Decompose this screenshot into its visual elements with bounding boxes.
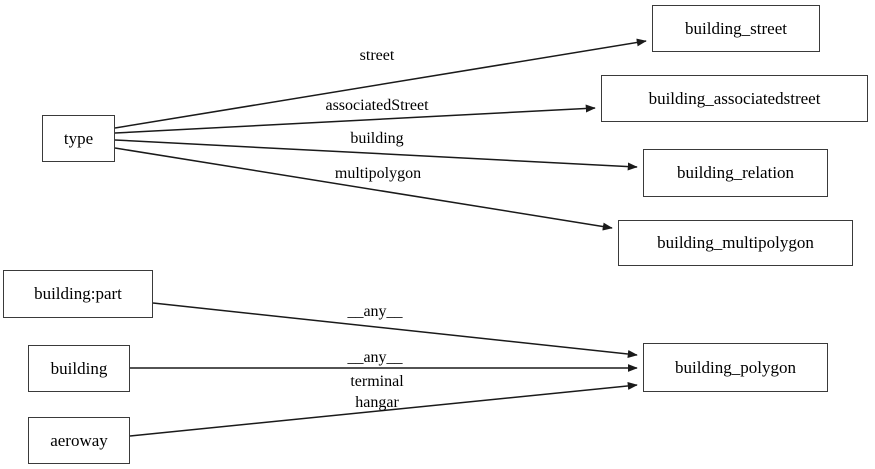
node-label: building_associatedstreet	[648, 88, 821, 108]
node-label: building:part	[34, 284, 122, 303]
edge-label: building	[350, 130, 404, 147]
node-aeroway[interactable]: aeroway	[28, 417, 130, 464]
edge-label: terminal	[350, 373, 404, 390]
node-building-relation[interactable]: building_relation	[643, 149, 828, 197]
edge-type-to-building_street	[114, 38, 647, 129]
edge-label: __any__	[347, 349, 403, 366]
edge-building_part-to-building_polygon	[152, 302, 638, 358]
node-building-street[interactable]: building_street	[652, 5, 820, 52]
edge-label: street	[359, 47, 395, 64]
edge-label: multipolygon	[334, 165, 422, 182]
node-label: building_multipolygon	[657, 233, 814, 252]
edge-type-to-building_associatedstreet	[114, 104, 596, 134]
node-label: building_polygon	[675, 357, 796, 377]
edge-label: associatedStreet	[325, 97, 429, 114]
edge-type-to-building_relation	[114, 139, 638, 171]
node-label: building_street	[685, 18, 787, 38]
node-label: building	[50, 358, 108, 378]
node-label: aeroway	[50, 430, 108, 450]
node-label: building_relation	[676, 163, 795, 182]
edge-lines-group	[114, 38, 647, 437]
node-type[interactable]: type	[42, 115, 115, 162]
node-building[interactable]: building	[28, 345, 130, 392]
node-label: type	[63, 128, 94, 148]
edge-type-to-building_multipolygon	[114, 147, 613, 231]
node-building-polygon[interactable]: building_polygon	[643, 343, 828, 392]
edge-label: hangar	[355, 394, 399, 411]
node-building-multipolygon[interactable]: building_multipolygon	[618, 220, 853, 266]
node-building-part[interactable]: building:part	[3, 270, 153, 318]
edge-label: __any__	[347, 303, 403, 320]
node-building-associatedstreet[interactable]: building_associatedstreet	[601, 75, 868, 122]
edge-aeroway-to-building_polygon	[129, 381, 638, 437]
